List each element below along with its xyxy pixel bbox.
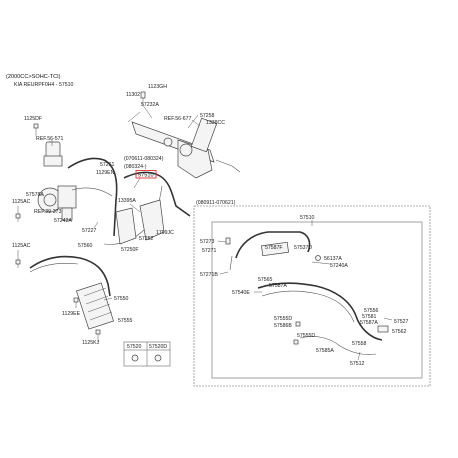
inset-fitting[interactable] xyxy=(261,241,289,257)
label-57578a: 57578A xyxy=(26,192,44,198)
label-57581: 57581 xyxy=(362,314,377,320)
clamp-57520d-icon[interactable] xyxy=(154,354,162,362)
label-57558: 57558 xyxy=(352,341,367,347)
label-57562: 57562 xyxy=(392,329,407,335)
label-57550: 57550 xyxy=(114,296,129,302)
return-hose-57560[interactable] xyxy=(29,255,111,297)
label-1125ac-b: 1125AC xyxy=(12,243,31,249)
variant-header: (2000CC>SOHC-TCI) xyxy=(6,74,61,80)
label-57240a: 57240A xyxy=(330,263,348,269)
label-57520: 57520 xyxy=(127,344,142,350)
inset-clamp-57562[interactable] xyxy=(377,325,389,333)
label-57555: 57555 xyxy=(118,318,133,324)
inset-return-hose[interactable] xyxy=(257,282,383,341)
clamp-table: 57520 57520D xyxy=(123,341,171,367)
reservoir[interactable] xyxy=(43,141,63,167)
range-lower: (080911-070621) xyxy=(196,200,236,206)
label-ref-56-571: REF.56-571 xyxy=(36,136,64,142)
label-57555d-2: 57555D xyxy=(297,333,315,339)
label-57587a-2: 57587A xyxy=(360,320,378,326)
bolt-1125ac-b[interactable] xyxy=(15,259,21,265)
label-57250f: 57250F xyxy=(121,247,139,253)
label-56137a: 56137A xyxy=(324,256,342,262)
power-steering-pump[interactable] xyxy=(37,185,77,221)
label-1129ee: 1129EE xyxy=(62,311,81,317)
range-upper-2: (080324-) xyxy=(124,164,147,170)
label-57512: 57512 xyxy=(350,361,365,367)
label-57252: 57252 xyxy=(139,236,154,242)
label-57587f: 57587F xyxy=(265,245,283,251)
label-1125kj: 1125KJ xyxy=(82,340,100,346)
label-57227: 57227 xyxy=(82,228,97,234)
label-57242a: 57242A xyxy=(54,218,72,224)
label-1129en: 1129EN xyxy=(96,170,115,176)
bolt-1125df[interactable] xyxy=(33,123,39,129)
label-13395a: 13395A xyxy=(118,198,136,204)
label-57527: 57527 xyxy=(394,319,409,325)
label-ref-39-373: REF.39-373 xyxy=(34,209,62,215)
bolt-1129ee[interactable] xyxy=(73,297,79,303)
steering-gear-assembly[interactable] xyxy=(127,111,241,179)
label-1125ac-a: 1125AC xyxy=(12,199,31,205)
label-57232a: 57232A xyxy=(141,102,159,108)
label-57565: 57565 xyxy=(258,277,273,283)
label-57537d: 57537D xyxy=(294,245,312,251)
bolt-1125ac-a[interactable] xyxy=(15,213,21,219)
range-upper: (070611-080324) xyxy=(124,156,164,162)
highlight-box-57510[interactable] xyxy=(135,170,157,179)
label-57555d: 57555D xyxy=(274,316,292,322)
reference-header: KIA REURPF0H4 - 57510 xyxy=(14,82,74,88)
bolt-1123gh[interactable] xyxy=(140,91,146,99)
label-57261: 57261 xyxy=(100,162,115,168)
bracket-57252[interactable] xyxy=(139,199,165,241)
label-57585a: 57585A xyxy=(316,348,334,354)
label-1123gh: 1123GH xyxy=(148,84,167,90)
label-57587a: 57587A xyxy=(269,283,287,289)
label-57510-highlighted[interactable]: 57510 xyxy=(138,173,154,179)
bolt-1125kj[interactable] xyxy=(95,329,101,335)
label-ref-56-677: REF.56-677 xyxy=(164,116,192,122)
label-1799jc: 1799JC xyxy=(156,230,174,236)
label-1338cc: 1338CC xyxy=(206,120,225,126)
label-57258: 57258 xyxy=(200,113,215,119)
label-57271: 57271 xyxy=(202,248,217,254)
hose-57261[interactable] xyxy=(67,157,118,237)
label-11302: 11302 xyxy=(126,92,140,98)
inset-pressure-hose[interactable] xyxy=(235,231,311,259)
label-57273: 57273 xyxy=(200,239,215,245)
oil-cooler-57550[interactable] xyxy=(76,282,114,330)
label-57271b: 57271B xyxy=(200,272,218,278)
label-57540e: 57540E xyxy=(232,290,250,296)
inset-inner-frame xyxy=(211,221,423,379)
label-57556: 57556 xyxy=(364,308,379,314)
shield-57250f[interactable] xyxy=(115,207,137,245)
label-57586b: 57586B xyxy=(274,323,292,329)
label-57560: 57560 xyxy=(78,243,93,249)
label-57520d: 57520D xyxy=(149,344,167,350)
inset-washer[interactable] xyxy=(315,255,321,261)
inset-frame xyxy=(193,205,431,387)
label-57510-inset: 57510 xyxy=(300,215,315,221)
clamp-57520-icon[interactable] xyxy=(131,354,139,362)
label-1125df: 1125DF xyxy=(24,116,42,122)
